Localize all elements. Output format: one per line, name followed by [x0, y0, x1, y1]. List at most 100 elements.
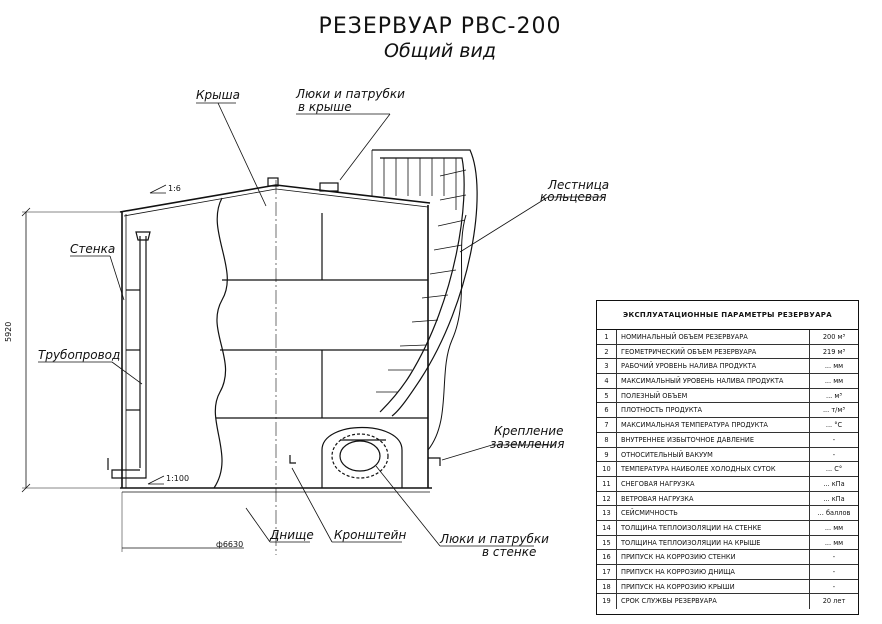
bottom-slope: 1:100: [166, 474, 190, 483]
parameter-name: ПРИПУСК НА КОРРОЗИЮ СТЕНКИ: [617, 550, 810, 564]
label-bottom: Днище: [270, 528, 314, 542]
row-number: 2: [597, 344, 617, 359]
label-wall-hatches-2: в стенке: [482, 545, 537, 559]
parameter-value: ... т/м³: [822, 406, 846, 415]
parameter-name: НОМИНАЛЬНЫЙ ОБЪЕМ РЕЗЕРВУАРА: [617, 330, 810, 344]
diameter-value: ф6630: [216, 540, 244, 549]
roof-vent: [267, 177, 279, 187]
parameter-value: ... кПа: [823, 494, 845, 503]
parameter-value: -: [832, 435, 836, 444]
parameter-name: ПРИПУСК НА КОРРОЗИЮ ДНИЩА: [617, 565, 810, 579]
height-value: 5920: [4, 321, 13, 342]
label-roof-hatches-2: в крыше: [298, 100, 352, 114]
parameters-table-header: ЭКСПЛУАТАЦИОННЫЕ ПАРАМЕТРЫ РЕЗЕРВУАРА: [597, 301, 858, 330]
row-number: 4: [597, 374, 617, 388]
roof-slope: 1:6: [168, 184, 181, 193]
parameter-name: ТОЛЩИНА ТЕПЛОИЗОЛЯЦИИ НА СТЕНКЕ: [617, 520, 810, 535]
parameter-name: МАКСИМАЛЬНЫЙ УРОВЕНЬ НАЛИВА ПРОДУКТА: [617, 374, 810, 388]
section-break-right: [427, 214, 467, 451]
wall-manhole: [321, 426, 403, 488]
label-ladder-2: кольцевая: [540, 190, 607, 204]
row-number: 10: [597, 462, 617, 476]
spiral-ladder: [371, 149, 478, 417]
row-number: 19: [597, 594, 617, 610]
row-number: 11: [597, 476, 617, 491]
parameter-value: ... °С: [825, 421, 843, 430]
parameter-name: ОТНОСИТЕЛЬНЫЙ ВАКУУМ: [617, 447, 810, 462]
parameter-name: СРОК СЛУЖБЫ РЕЗЕРВУАРА: [617, 594, 810, 610]
parameter-value: ... С°: [825, 465, 843, 474]
parameter-name: ТЕМПЕРАТУРА НАИБОЛЕЕ ХОЛОДНЫХ СУТОК: [617, 462, 810, 476]
row-number: 8: [597, 432, 617, 447]
parameter-name: ВЕТРОВАЯ НАГРУЗКА: [617, 491, 810, 506]
row-number: 15: [597, 535, 617, 550]
parameter-name: ПРИПУСК НА КОРРОЗИЮ КРЫШИ: [617, 579, 810, 594]
parameter-value: 200 м³: [822, 333, 846, 341]
parameter-name: ПОЛЕЗНЫЙ ОБЪЕМ: [617, 388, 810, 403]
parameter-name: РАБОЧИЙ УРОВЕНЬ НАЛИВА ПРОДУКТА: [617, 359, 810, 374]
row-number: 3: [597, 359, 617, 374]
row-number: 7: [597, 418, 617, 432]
parameter-value: -: [832, 568, 836, 576]
parameter-name: ТОЛЩИНА ТЕПЛОИЗОЛЯЦИИ НА КРЫШЕ: [617, 535, 810, 550]
drawing-title: РЕЗЕРВУАР РВС-200: [318, 14, 562, 39]
parameter-value: 219 м³: [822, 347, 846, 356]
row-number: 9: [597, 447, 617, 462]
row-number: 12: [597, 491, 617, 506]
row-number: 14: [597, 520, 617, 535]
parameter-value: -: [832, 553, 836, 562]
parameter-value: ... мм: [824, 377, 844, 386]
row-number: 6: [597, 403, 617, 418]
grounding-bolt: [428, 457, 441, 466]
bracket: [289, 455, 296, 464]
label-grounding-2: заземления: [490, 437, 565, 451]
row-number: 1: [597, 330, 617, 344]
label-grounding-1: Крепление: [494, 424, 564, 438]
label-pipeline: Трубопровод: [38, 348, 121, 362]
parameter-name: СНЕГОВАЯ НАГРУЗКА: [617, 476, 810, 491]
parameter-name: ВНУТРЕННЕЕ ИЗБЫТОЧНОЕ ДАВЛЕНИЕ: [617, 432, 810, 447]
bottom-slope-marker: [147, 475, 165, 485]
row-number: 18: [597, 579, 617, 594]
parameter-value: -: [832, 450, 836, 459]
row-number: 5: [597, 388, 617, 403]
parameter-value: ... мм: [824, 362, 844, 371]
section-break-left: [213, 197, 228, 489]
label-roof: Крыша: [196, 88, 240, 102]
roof-slope-marker: [149, 184, 167, 194]
parameter-name: МАКСИМАЛЬНАЯ ТЕМПЕРАТУРА ПРОДУКТА: [617, 418, 810, 432]
parameter-value: -: [832, 582, 836, 591]
drawing-subtitle: Общий вид: [384, 40, 496, 62]
row-number: 16: [597, 550, 617, 564]
parameter-value: ... мм: [824, 523, 844, 532]
label-roof-hatches-1: Люки и патрубки: [296, 87, 405, 101]
label-wall: Стенка: [70, 242, 116, 256]
parameter-value: ... мм: [824, 538, 844, 547]
parameter-value: ... кПа: [823, 479, 845, 488]
roof-hatch: [319, 182, 339, 192]
parameter-name: ПЛОТНОСТЬ ПРОДУКТА: [617, 403, 810, 418]
label-ladder-1: Лестница: [548, 178, 610, 192]
parameter-name: ГЕОМЕТРИЧЕСКИЙ ОБЪЕМ РЕЗЕРВУАРА: [617, 344, 810, 359]
